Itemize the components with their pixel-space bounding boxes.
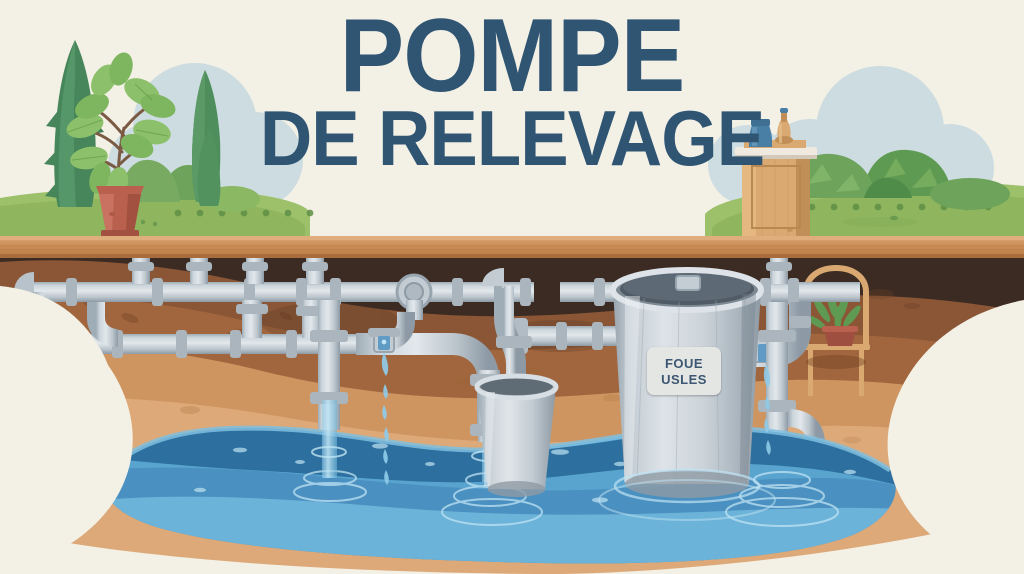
water-drip-chain — [381, 352, 389, 485]
small-sump-tank — [474, 373, 559, 497]
tank-label-line-2: USLES — [661, 371, 707, 387]
pipe-flanges-lower — [112, 330, 297, 358]
cabinet-jars — [749, 108, 793, 147]
pipe-trunk-lower — [66, 334, 356, 354]
water-drip-chain-right — [763, 364, 771, 455]
cutaway-mask-bottom-left — [0, 530, 640, 574]
tank-label-line-1: FOUE — [664, 355, 704, 371]
pipe-stubs-up — [128, 258, 792, 284]
main-wastewater-tank — [598, 266, 776, 521]
tank-label-plate: FOUE USLES — [647, 347, 721, 395]
drip-spout-assembly — [368, 312, 415, 353]
cypress-tree-small — [197, 130, 221, 206]
potted-plant-left — [66, 52, 176, 238]
wooden-cabinet — [735, 140, 817, 237]
pipe-valve-gauge — [395, 273, 433, 320]
plant-leaves — [66, 52, 176, 197]
cutaway-mask-left — [0, 300, 133, 570]
ground-deck-board — [0, 236, 1024, 259]
pipe-into-tank — [520, 326, 640, 346]
cutaway-mask-right — [887, 300, 1024, 572]
underground-section — [0, 258, 1024, 574]
pipe-flanges-upper — [66, 278, 799, 306]
lawn-dots-left — [174, 209, 314, 217]
cutaway-mask-bottom-right — [560, 512, 1024, 574]
